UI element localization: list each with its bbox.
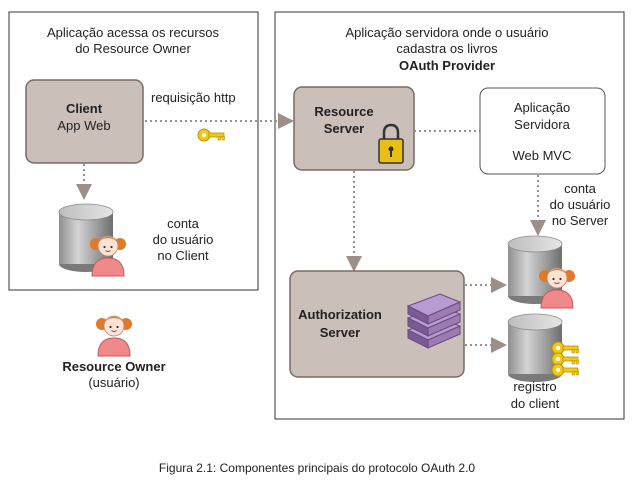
resource-owner-subtitle: (usuário) [88,375,139,390]
server-app-line3: Web MVC [513,148,572,163]
server-account-line2: do usuário [550,197,611,212]
figure-caption: Figura 2.1: Componentes principais do pr… [159,461,476,475]
client-account-line2: do usuário [153,232,214,247]
resource-server-line1: Resource [314,104,373,119]
key-icon [197,128,225,142]
lock-icon [378,123,404,164]
server-app-line2: Servidora [514,117,570,132]
right-panel [274,11,625,420]
server-app-box [479,87,606,175]
keys-icon [551,341,579,377]
client-account-line1: conta [167,216,200,231]
client-subtitle: App Web [57,118,110,133]
right-panel-title-2: cadastra os livros [396,41,498,56]
client-registry-line1: registro [513,379,556,394]
left-panel [8,11,259,291]
authorization-server-line2: Server [320,325,360,340]
left-panel-title-2: do Resource Owner [75,41,191,56]
resource-server-line2: Server [324,121,364,136]
server-account-line3: no Server [552,213,609,228]
resource-owner-icon [95,315,133,357]
left-panel-title-1: Aplicação acessa os recursos [47,25,219,40]
authorization-server-line1: Authorization [298,307,382,322]
right-panel-title-3: OAuth Provider [399,58,495,73]
server-account-line1: conta [564,181,597,196]
right-panel-title-1: Aplicação servidora onde o usuário [345,25,548,40]
client-name: Client [66,101,103,116]
client-registry-line2: do client [511,396,560,411]
resource-owner-name: Resource Owner [62,359,165,374]
request-label: requisição http [151,90,236,105]
client-account-line3: no Client [157,248,209,263]
client-box [25,79,144,164]
authorization-server-box [289,270,465,378]
server-stack-icon [406,293,462,349]
server-app-line1: Aplicação [514,100,570,115]
